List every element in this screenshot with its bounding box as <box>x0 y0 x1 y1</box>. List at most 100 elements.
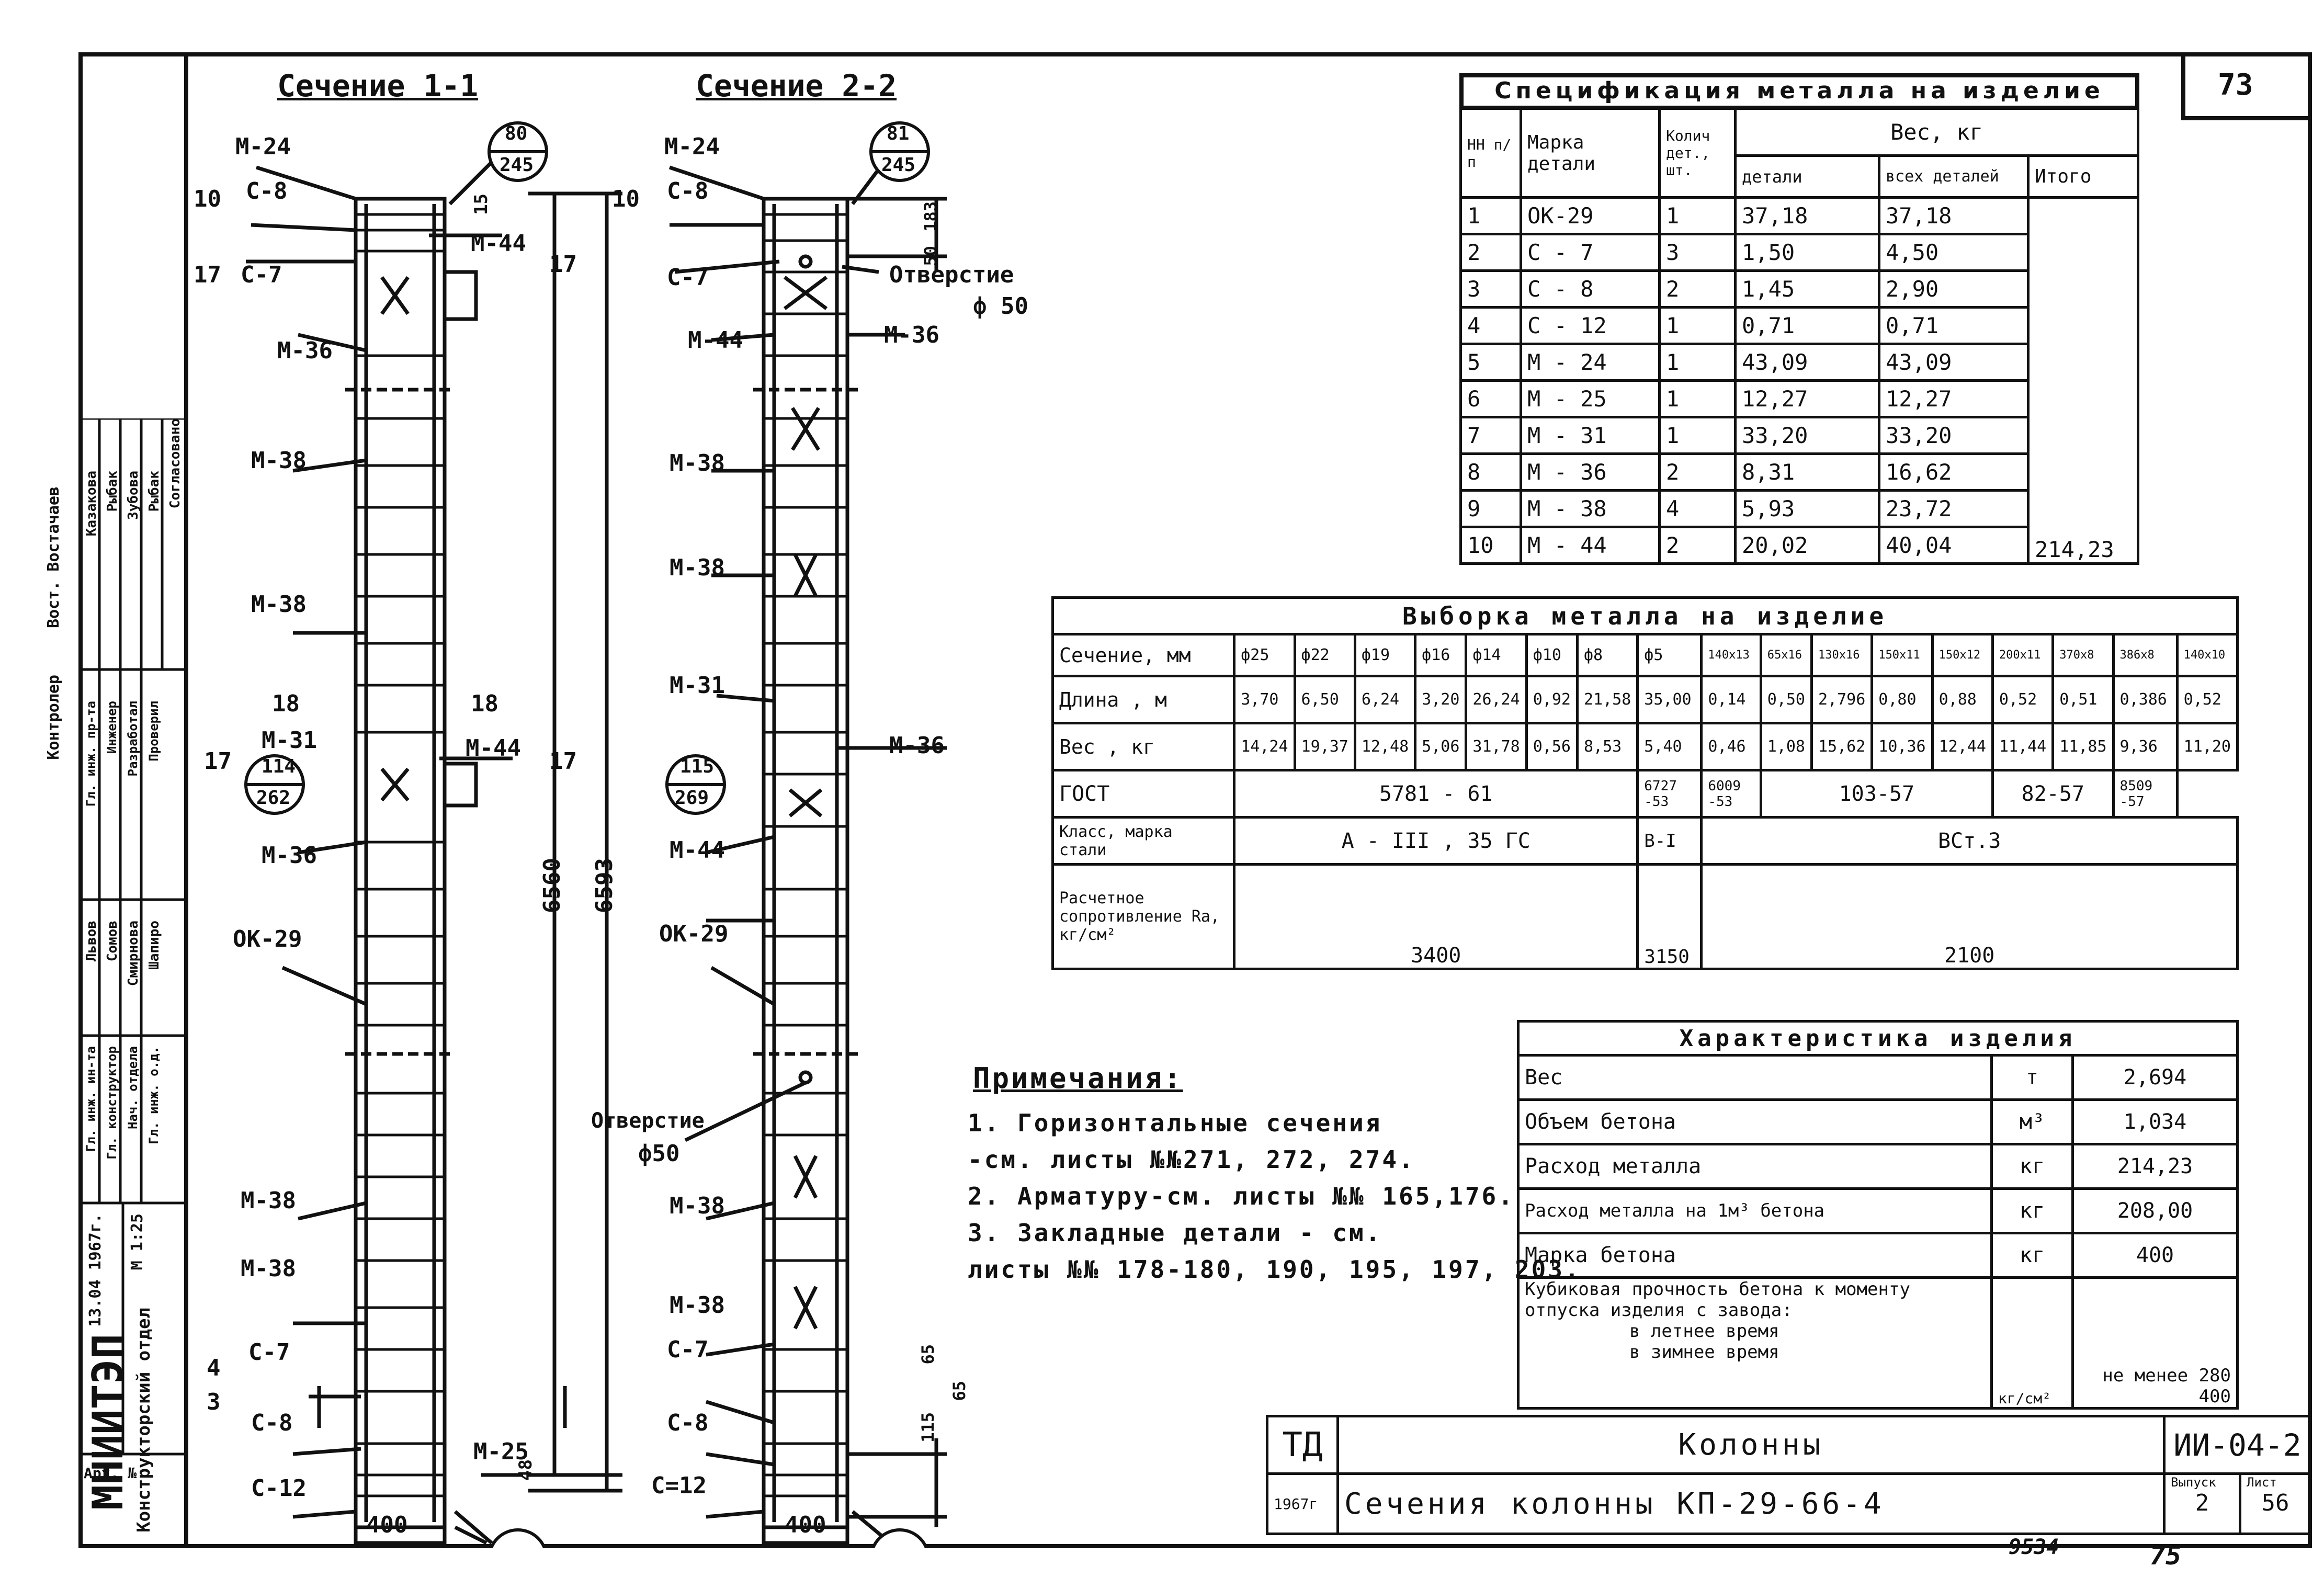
char-winter: в зимнее время <box>1629 1342 1779 1363</box>
tb-sheet-label: Лист <box>2247 1475 2277 1490</box>
s2-label-c8: С-8 <box>667 178 709 205</box>
spec-r2-qty: 3 <box>1658 233 1737 272</box>
notes-title: Примечания: <box>973 1062 1183 1095</box>
left-strip <box>78 52 188 1548</box>
s2-hole-dia-1: ф 50 <box>973 293 1028 320</box>
char-r4-val: 208,00 <box>2071 1187 2239 1234</box>
spec-r5-mark: М - 24 <box>1520 343 1661 382</box>
sel-section-label: Сечение, мм <box>1051 633 1236 677</box>
tb-issue-cell: Выпуск 2 <box>2163 1472 2241 1535</box>
s1-circle-top-b: 245 <box>500 154 534 176</box>
sel-w-13: 12,44 <box>1931 722 1994 771</box>
s2-hole-label-2: Отверстие <box>591 1109 705 1133</box>
s2-label-c7: С-7 <box>667 264 709 291</box>
s2-label-m38a: М-38 <box>670 450 725 476</box>
sel-sec-17: 140х10 <box>2175 633 2239 677</box>
sel-w-12: 10,36 <box>1870 722 1934 771</box>
sel-gost-1: 5781 - 61 <box>1233 769 1639 819</box>
sel-resist-label: Расчетное сопротивление Ra, кг/см² <box>1051 863 1236 970</box>
s1-mark-17c: 17 <box>549 748 577 775</box>
spec-r9-w1: 5,93 <box>1734 489 1880 528</box>
s1-mark-18b: 18 <box>471 690 498 717</box>
sheet-number-box <box>2181 52 2312 120</box>
stamp-grid-lines <box>78 418 188 1456</box>
char-r1-val: 2,694 <box>2071 1054 2239 1101</box>
sel-w-11: 15,62 <box>1810 722 1874 771</box>
sel-resist-2: 3150 <box>1636 863 1703 970</box>
sel-sec-5: ф14 <box>1465 633 1528 677</box>
s1-mark-17a: 17 <box>194 262 221 288</box>
spec-r1-n: 1 <box>1459 196 1522 235</box>
s2-dim-bot1: 65 <box>918 1344 938 1365</box>
sel-len-15: 0,51 <box>2051 675 2115 724</box>
left-stamp: МНИИТЭП Конструкторский отдел Арх. № 13.… <box>78 418 188 1548</box>
stamp-arch: Арх. № <box>84 1465 137 1482</box>
char-r5-label: Марка бетона <box>1517 1232 1993 1279</box>
sel-sec-12: 150х11 <box>1870 633 1934 677</box>
sel-sec-9: 140х13 <box>1700 633 1762 677</box>
tb-year: 1967г <box>1266 1472 1339 1535</box>
sel-w-4: 5,06 <box>1414 722 1468 771</box>
s2-label-m44b: М-44 <box>670 837 725 864</box>
spec-r2-n: 2 <box>1459 233 1522 272</box>
char-r3-val: 214,23 <box>2071 1143 2239 1190</box>
sel-len-8: 35,00 <box>1636 675 1703 724</box>
sheet-number-bottom: 75 <box>2150 1540 2182 1571</box>
sel-w-14: 11,44 <box>1991 722 2055 771</box>
sel-sec-1: ф25 <box>1233 633 1296 677</box>
sel-length-label: Длина , м <box>1051 675 1236 724</box>
s1-label-c7b: С-7 <box>248 1339 290 1366</box>
sel-gost-label: ГОСТ <box>1051 769 1236 819</box>
spec-r9-mark: М - 38 <box>1520 489 1661 528</box>
spec-r3-qty: 2 <box>1658 269 1737 309</box>
spec-r1-mark: ОК-29 <box>1520 196 1661 235</box>
s1-mark-10a: 10 <box>194 186 221 212</box>
sel-gost-3: 6009 -53 <box>1700 769 1762 819</box>
selection-table: Выборка металла на изделие Сечение, мм ф… <box>1051 596 2239 970</box>
sel-sec-16: 386х8 <box>2112 633 2179 677</box>
s1-label-m38d: М-38 <box>241 1255 296 1282</box>
s1-dim-h2: 6593 <box>591 858 618 913</box>
spec-r9-n: 9 <box>1459 489 1522 528</box>
spec-r5-qty: 1 <box>1658 343 1737 382</box>
spec-r4-w1: 0,71 <box>1734 306 1880 345</box>
s2-circle-top-b: 245 <box>881 154 916 176</box>
s2-label-m38d: М-38 <box>670 1292 725 1319</box>
spec-r5-n: 5 <box>1459 343 1522 382</box>
char-r2-label: Объем бетона <box>1517 1098 1993 1145</box>
char-winter-val: 400 <box>2198 1386 2231 1407</box>
spec-h-detail: детали <box>1734 154 1880 199</box>
spec-r3-mark: С - 8 <box>1520 269 1661 309</box>
sel-len-11: 2,796 <box>1810 675 1874 724</box>
sel-resist-3: 2100 <box>1700 863 2239 970</box>
sel-w-15: 11,85 <box>2051 722 2115 771</box>
sel-gost-5: 82-57 <box>1991 769 2115 819</box>
spec-h-total: Итого <box>2027 154 2139 199</box>
s2-label-m38c: М-38 <box>670 1193 725 1219</box>
char-r1-label: Вес <box>1517 1054 1993 1101</box>
sel-len-5: 26,24 <box>1465 675 1528 724</box>
char-r2-unit: м³ <box>1990 1098 2074 1145</box>
spec-r5-w1: 43,09 <box>1734 343 1880 382</box>
sel-len-2: 6,50 <box>1293 675 1356 724</box>
s1-mark-17d: 17 <box>549 251 577 278</box>
s1-dim-h1: 6560 <box>539 858 565 913</box>
section2-column <box>665 121 947 1548</box>
spec-r4-mark: С - 12 <box>1520 306 1661 345</box>
tb-code: ИИ-04-2 <box>2163 1415 2312 1475</box>
spec-r3-n: 3 <box>1459 269 1522 309</box>
tb-issue: 2 <box>2195 1490 2209 1516</box>
char-r1-unit: т <box>1990 1054 2074 1101</box>
char-r3-unit: кг <box>1990 1143 2074 1190</box>
sel-w-3: 12,48 <box>1353 722 1417 771</box>
sel-sec-4: ф16 <box>1414 633 1468 677</box>
sel-resist-1: 3400 <box>1233 863 1639 970</box>
sel-sec-2: ф22 <box>1293 633 1356 677</box>
sel-w-1: 14,24 <box>1233 722 1296 771</box>
spec-h-weight: Вес, кг <box>1734 107 2139 157</box>
stamp-control: Контролер <box>44 675 63 760</box>
sel-sec-13: 150х12 <box>1931 633 1994 677</box>
sel-sec-3: ф19 <box>1353 633 1417 677</box>
spec-r4-n: 4 <box>1459 306 1522 345</box>
